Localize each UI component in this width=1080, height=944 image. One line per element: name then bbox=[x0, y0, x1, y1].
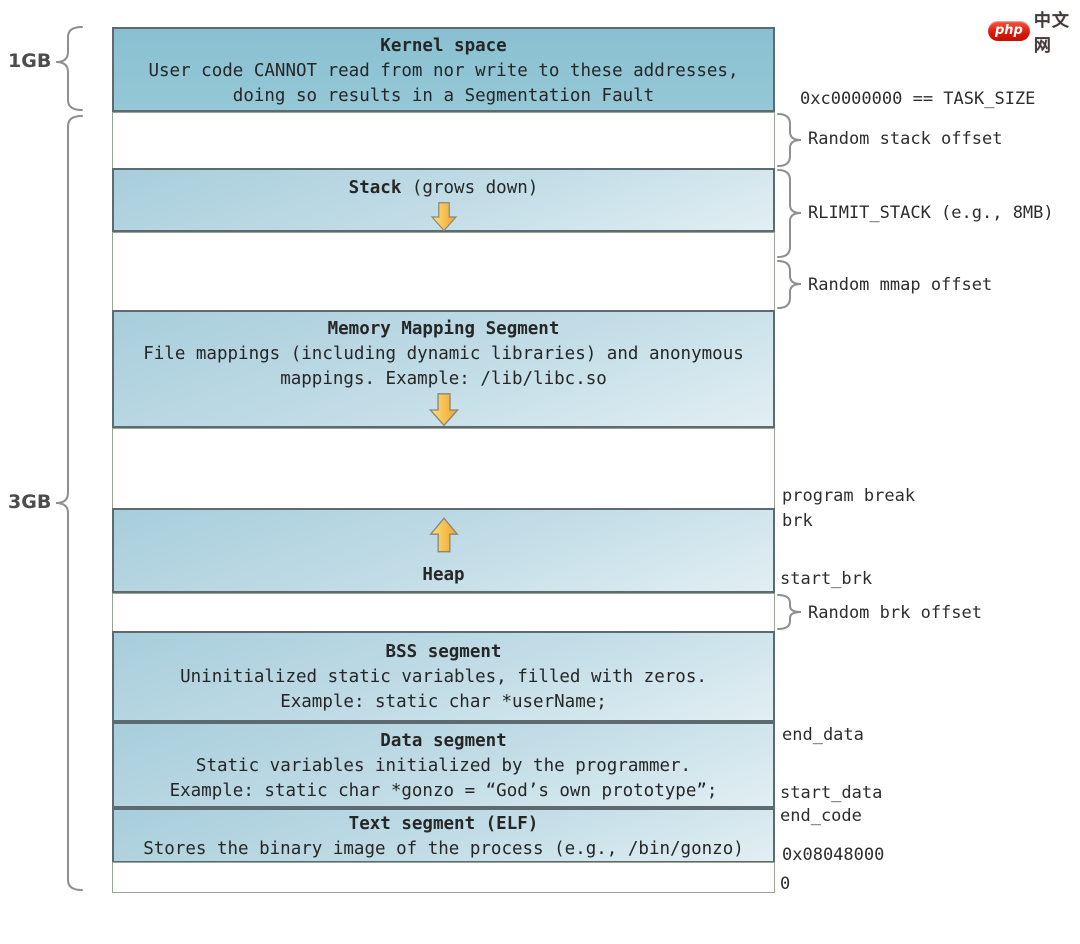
php-cn-logo-text: 中文网 bbox=[1033, 11, 1070, 56]
gap-below-text-segment bbox=[112, 862, 775, 893]
text-title: Text segment (ELF) bbox=[348, 814, 539, 834]
stack-title: Stack bbox=[348, 178, 402, 198]
brace-3gb bbox=[55, 115, 83, 891]
stack-subtitle: (grows down) bbox=[401, 178, 539, 198]
segment-heap: Heap bbox=[112, 508, 775, 593]
stack-title-line: Stack (grows down) bbox=[114, 176, 773, 201]
segment-memory-mapping: Memory Mapping Segment File mappings (in… bbox=[112, 310, 775, 428]
php-cn-logo: php 中文网 bbox=[988, 6, 1080, 56]
php-logo-badge: php bbox=[988, 21, 1030, 41]
annotation-start-brk: start_brk bbox=[780, 569, 873, 589]
gap-random-brk-offset bbox=[112, 593, 775, 632]
segment-text: Text segment (ELF) Stores the binary ima… bbox=[112, 808, 775, 863]
kernel-size-label: 1GB bbox=[8, 50, 52, 72]
text-desc-1: Stores the binary image of the process (… bbox=[143, 839, 744, 859]
data-desc-1: Static variables initialized by the prog… bbox=[195, 756, 692, 776]
kernel-space-desc-1: User code CANNOT read from nor write to … bbox=[148, 61, 739, 81]
annotation-zero: 0 bbox=[780, 874, 791, 894]
mmap-desc-1: File mappings (including dynamic librari… bbox=[143, 344, 744, 364]
brace-random-brk bbox=[777, 594, 802, 630]
kernel-space-title: Kernel space bbox=[380, 36, 507, 56]
gap-unallocated-above-heap bbox=[112, 428, 775, 509]
grows-down-arrow-icon bbox=[430, 202, 457, 232]
kernel-space-desc-2: doing so results in a Segmentation Fault bbox=[232, 86, 655, 106]
heap-title: Heap bbox=[422, 565, 465, 585]
annotation-random-stack: Random stack offset bbox=[808, 129, 1003, 149]
brace-random-mmap bbox=[777, 260, 802, 309]
data-desc-2: Example: static char *gonzo = “God’s own… bbox=[169, 781, 718, 801]
segment-bss: BSS segment Uninitialized static variabl… bbox=[112, 631, 775, 722]
annotation-end-data: end_data bbox=[782, 725, 864, 745]
annotation-rlimit-stack: RLIMIT_STACK (e.g., 8MB) bbox=[808, 203, 1054, 223]
brace-random-stack bbox=[777, 113, 802, 167]
segment-kernel-space: Kernel space User code CANNOT read from … bbox=[112, 27, 775, 112]
bss-desc-1: Uninitialized static variables, filled w… bbox=[180, 667, 707, 687]
mmap-grows-down-arrow-icon bbox=[428, 393, 459, 427]
gap-random-stack-offset bbox=[112, 112, 775, 169]
mmap-desc-2: mappings. Example: /lib/libc.so bbox=[280, 369, 607, 389]
bss-title: BSS segment bbox=[385, 642, 502, 662]
heap-grows-up-arrow-icon bbox=[428, 517, 459, 553]
gap-random-mmap-offset bbox=[112, 232, 775, 311]
bss-desc-2: Example: static char *userName; bbox=[280, 692, 607, 712]
annotation-program-break: program break bbox=[782, 486, 916, 506]
data-title: Data segment bbox=[380, 731, 507, 751]
mmap-title: Memory Mapping Segment bbox=[327, 319, 560, 339]
user-size-label: 3GB bbox=[8, 491, 52, 513]
brace-1gb bbox=[55, 26, 83, 111]
segment-stack: Stack (grows down) bbox=[112, 168, 775, 232]
annotation-start-data: start_data bbox=[780, 783, 883, 803]
annotation-random-mmap: Random mmap offset bbox=[808, 275, 993, 295]
brace-rlimit-stack bbox=[777, 169, 802, 258]
annotation-brk: brk bbox=[782, 511, 813, 531]
annotation-task-size: 0xc0000000 == TASK_SIZE bbox=[800, 89, 1036, 109]
annotation-text-start: 0x08048000 bbox=[782, 845, 885, 865]
annotation-end-code: end_code bbox=[780, 806, 862, 826]
annotation-random-brk: Random brk offset bbox=[808, 603, 982, 623]
segment-data: Data segment Static variables initialize… bbox=[112, 722, 775, 808]
